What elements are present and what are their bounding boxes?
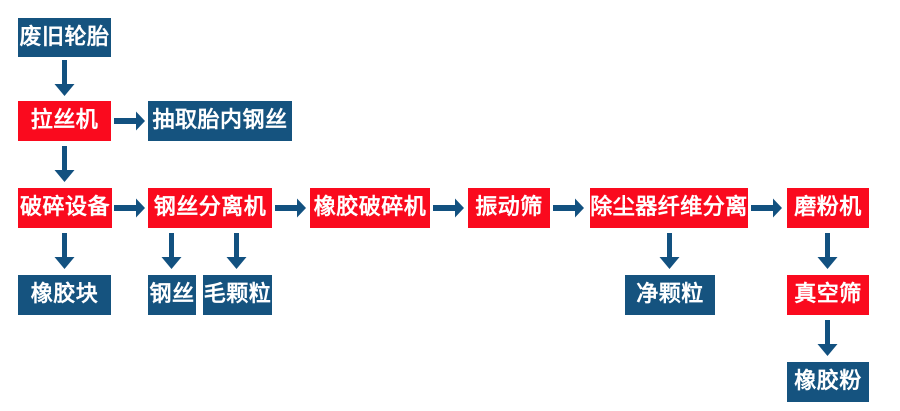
node-clean-granule[interactable]: 净颗粒 bbox=[625, 275, 715, 315]
arrow-right-icon bbox=[553, 194, 585, 222]
arrow-down-icon bbox=[50, 233, 79, 271]
node-vibrating-screen[interactable]: 振动筛 bbox=[468, 188, 550, 228]
node-rubber-crusher[interactable]: 橡胶破碎机 bbox=[310, 188, 430, 228]
arrow-down-icon bbox=[813, 233, 842, 271]
node-steel-wire-separator[interactable]: 钢丝分离机 bbox=[148, 188, 272, 228]
node-hairy-granule[interactable]: 毛颗粒 bbox=[203, 275, 272, 315]
node-extract-bead-wire[interactable]: 抽取胎内钢丝 bbox=[148, 101, 292, 141]
arrow-right-icon bbox=[114, 107, 146, 135]
node-rubber-block[interactable]: 橡胶块 bbox=[18, 275, 111, 315]
arrow-down-icon bbox=[157, 233, 186, 271]
arrow-down-icon bbox=[50, 60, 79, 98]
arrow-down-icon bbox=[813, 320, 842, 358]
arrow-right-icon bbox=[433, 194, 465, 222]
node-wire-drawing-machine[interactable]: 拉丝机 bbox=[18, 101, 111, 141]
arrow-down-icon bbox=[222, 233, 251, 271]
arrow-right-icon bbox=[114, 194, 146, 222]
node-waste-tire[interactable]: 废旧轮胎 bbox=[18, 18, 111, 57]
node-grinding-mill[interactable]: 磨粉机 bbox=[787, 188, 869, 228]
node-dust-fiber-separator[interactable]: 除尘器纤维分离 bbox=[590, 188, 748, 228]
arrow-down-icon bbox=[50, 146, 79, 184]
arrow-down-icon bbox=[655, 233, 684, 271]
node-steel-wire[interactable]: 钢丝 bbox=[148, 275, 196, 315]
node-vacuum-sieve[interactable]: 真空筛 bbox=[787, 275, 869, 315]
arrow-right-icon bbox=[751, 194, 783, 222]
node-crushing-equipment[interactable]: 破碎设备 bbox=[18, 188, 112, 228]
node-rubber-powder[interactable]: 橡胶粉 bbox=[787, 362, 869, 402]
arrow-right-icon bbox=[275, 194, 307, 222]
